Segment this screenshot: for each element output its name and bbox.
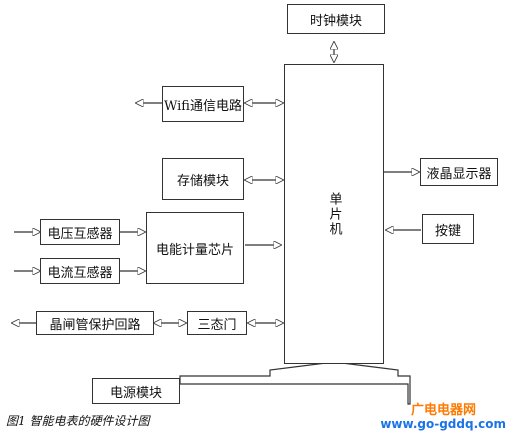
current-transformer-label: 电流互感器 xyxy=(47,265,113,281)
keys-label: 按键 xyxy=(434,223,461,239)
metering-chip-box: 电能计量芯片 xyxy=(146,212,244,284)
metering-chip-label: 电能计量芯片 xyxy=(155,242,234,258)
lcd-display-label: 液晶显示器 xyxy=(426,166,492,182)
thyristor-protection-box: 晶闸管保护回路 xyxy=(36,311,154,335)
tristate-gate-label: 三态门 xyxy=(197,317,237,333)
tristate-gate-box: 三态门 xyxy=(187,311,247,335)
voltage-transformer-label: 电压互感器 xyxy=(47,226,113,242)
arrow-power-mcu xyxy=(179,361,411,405)
mcu-label: 单片机 xyxy=(326,191,342,237)
lcd-display-box: 液晶显示器 xyxy=(420,158,498,186)
watermark-site: 广电电器网 xyxy=(410,403,476,418)
storage-module-label: 存储模块 xyxy=(176,173,229,189)
wifi-circuit-label: Wifi通信电路 xyxy=(164,98,242,114)
figure-caption: 图1 智能电表的硬件设计图 xyxy=(6,414,150,428)
current-transformer-box: 电流互感器 xyxy=(40,258,120,284)
clock-module-box: 时钟模块 xyxy=(287,4,385,34)
keys-box: 按键 xyxy=(422,214,474,244)
storage-module-box: 存储模块 xyxy=(162,158,244,200)
clock-module-label: 时钟模块 xyxy=(309,13,362,29)
watermark-url: www.go-gddq.com xyxy=(380,417,506,431)
mcu-box: 单片机 xyxy=(284,64,384,364)
thyristor-protection-label: 晶闸管保护回路 xyxy=(49,317,141,333)
power-module-label: 电源模块 xyxy=(109,385,162,401)
voltage-transformer-box: 电压互感器 xyxy=(40,219,120,245)
power-module-box: 电源模块 xyxy=(92,378,180,404)
wifi-circuit-box: Wifi通信电路 xyxy=(162,86,244,122)
